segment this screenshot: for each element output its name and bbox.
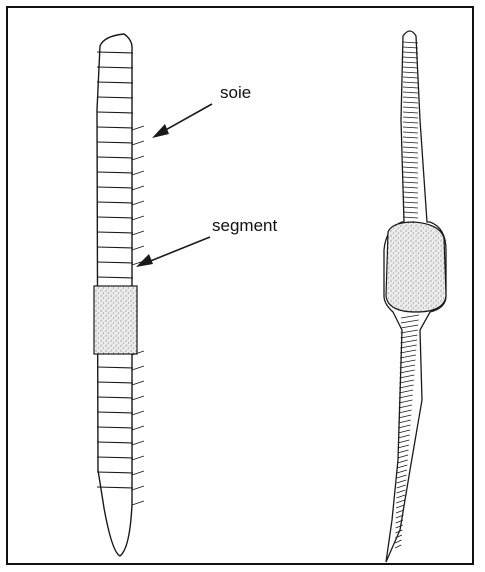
left-bristle [132,216,144,220]
left-bristle [132,441,144,445]
right-worm-illustration [384,31,446,562]
left-bristle [132,366,144,370]
bristle-label: soie [220,83,251,102]
left-bristle [132,246,144,250]
left-bristle [132,231,144,235]
left-bristle [132,411,144,415]
left-bristle [132,486,144,490]
right-clitellum [386,222,446,312]
left-bristle [132,126,144,130]
left-bristle [132,456,144,460]
segment-pointer-arrow [136,237,210,267]
left-clitellum [94,286,137,354]
left-bristle [132,471,144,475]
left-bristle [132,501,144,505]
bristle-pointer-arrow [152,104,212,138]
left-bristle [132,201,144,205]
left-bristle [132,141,144,145]
right-segment-ring [395,545,401,548]
left-bristle [132,156,144,160]
left-bristle [132,396,144,400]
left-bristle [132,381,144,385]
left-worm-illustration [94,34,144,556]
left-bristle [132,426,144,430]
segment-label: segment [212,216,277,235]
left-bristle [132,186,144,190]
left-bristle [132,171,144,175]
